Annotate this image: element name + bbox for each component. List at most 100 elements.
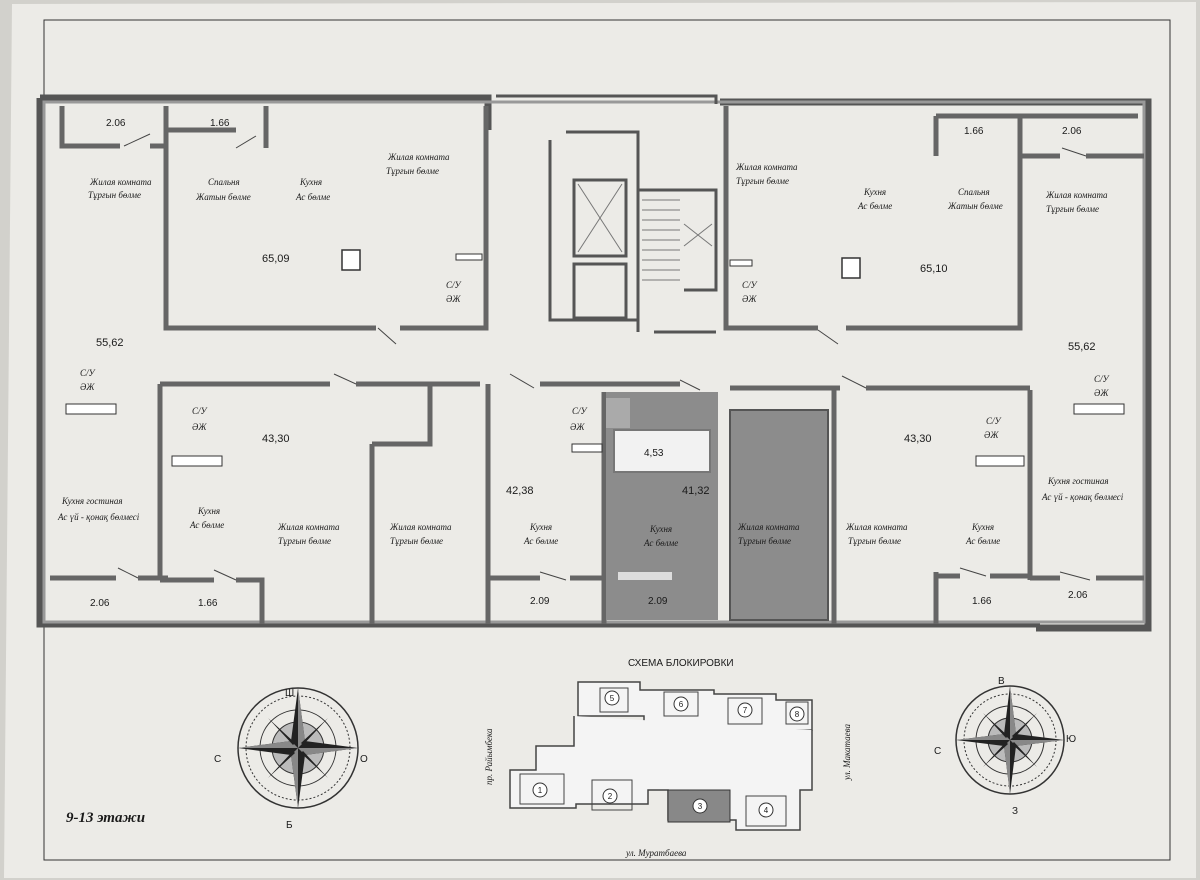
area-label: 42,38 <box>506 485 534 497</box>
room-label: Ас бөлме <box>523 536 558 546</box>
fixtures <box>65 249 1125 467</box>
compass-right: В З С Ю <box>934 676 1076 817</box>
balcony-area: 2.06 <box>90 598 110 609</box>
su-label: С/У <box>446 280 462 290</box>
room-label: Кухня гостиная <box>61 496 123 506</box>
room-labels: Жилая комната Тұрғын бөлме 55,62 С/У ӘЖ … <box>57 118 1124 609</box>
block-number: 5 <box>610 694 615 703</box>
su-label: С/У <box>192 406 208 416</box>
room-label: Тұрғын бөлме <box>736 176 789 186</box>
room-label: Жатын бөлме <box>947 201 1003 211</box>
room-label: Жилая комната <box>1045 190 1108 200</box>
room-label: Кухня <box>863 187 886 197</box>
balcony-area: 1.66 <box>210 118 230 129</box>
compass-s: З <box>1012 806 1018 817</box>
compass-e: О <box>360 754 368 765</box>
room-label: Ас үй - қонақ бөлмесі <box>57 512 140 522</box>
room-label: Жилая комната <box>277 522 340 532</box>
su-label: ӘЖ <box>80 382 95 392</box>
room-label: Ас бөлме <box>965 536 1000 546</box>
su-label: ӘЖ <box>570 422 585 432</box>
room-label: Кухня <box>649 524 672 534</box>
su-label: ӘЖ <box>446 294 461 304</box>
su-label: С/У <box>986 416 1002 426</box>
area-label: 55,62 <box>96 337 124 349</box>
compass-left: Ш Б С О <box>214 687 368 831</box>
block-number: 1 <box>538 786 543 795</box>
apartment-d <box>485 381 680 624</box>
compass-n: В <box>998 676 1005 687</box>
area-label: 55,62 <box>1068 341 1096 353</box>
room-label: Кухня <box>971 522 994 532</box>
area-label: 43,30 <box>904 433 932 445</box>
su-label: С/У <box>572 406 588 416</box>
balcony-area: 2.06 <box>1062 126 1082 137</box>
area-label: 65,09 <box>262 253 290 265</box>
balcony-area: 2.09 <box>648 596 668 607</box>
block-number: 8 <box>795 710 800 719</box>
block-number: 7 <box>743 706 748 715</box>
block-number: 6 <box>679 700 684 709</box>
scheme-title: СХЕМА БЛОКИРОВКИ <box>628 658 734 669</box>
room-label: Тұрғын бөлме <box>848 536 901 546</box>
compass-w: С <box>934 746 941 757</box>
stair-elevator-core <box>496 94 718 334</box>
area-label: 43,30 <box>262 433 290 445</box>
street-muratbaev: ул. Муратбаева <box>625 848 687 858</box>
su-label: ӘЖ <box>192 422 207 432</box>
apartment-b <box>163 106 489 331</box>
room-label: Жатын бөлме <box>195 192 251 202</box>
room-label: Кухня <box>529 522 552 532</box>
area-label: 65,10 <box>920 263 948 275</box>
su-label: ӘЖ <box>742 294 757 304</box>
room-label: Ас бөлме <box>643 538 678 548</box>
su-label: ӘЖ <box>1094 388 1109 398</box>
room-label: Тұрғын бөлме <box>1046 204 1099 214</box>
apartment-e-room-shade <box>729 409 829 621</box>
street-raiymbek: пр. Райымбека <box>484 728 494 785</box>
room-label: Кухня <box>197 506 220 516</box>
apartment-g <box>730 385 1030 624</box>
stair-treads <box>577 183 713 281</box>
compass-s: Б <box>286 820 293 831</box>
compass-w: С <box>214 754 221 765</box>
su-label: С/У <box>1094 374 1110 384</box>
room-label: Ас бөлме <box>189 520 224 530</box>
room-label: Тұрғын бөлме <box>88 190 141 200</box>
room-label: Кухня <box>299 177 322 187</box>
apartment-f <box>723 106 1023 331</box>
paper <box>4 2 1196 878</box>
apartment-h <box>1020 113 1144 581</box>
block-number: 2 <box>608 792 613 801</box>
street-makataev: ул. Макатаева <box>842 724 852 781</box>
block-number: 3 <box>698 802 703 811</box>
compass-n: Ш <box>285 688 294 699</box>
room-label: Спальня <box>958 187 990 197</box>
floor-label: 9-13 этажи <box>66 810 145 826</box>
room-label: Кухня гостиная <box>1047 476 1109 486</box>
room-label: Жилая комната <box>389 522 452 532</box>
room-label: Тұрғын бөлме <box>386 166 439 176</box>
apartment-c <box>160 381 480 624</box>
apartment-a <box>50 106 168 581</box>
room-label: Жилая комната <box>845 522 908 532</box>
room-label: Жилая комната <box>737 522 800 532</box>
room-label: Тұрғын бөлме <box>390 536 443 546</box>
su-label: С/У <box>742 280 758 290</box>
room-label: Ас үй - қонақ бөлмесі <box>1041 492 1124 502</box>
balcony-area: 1.66 <box>198 598 218 609</box>
room-label: Жилая комната <box>89 177 152 187</box>
block-number: 4 <box>764 806 769 815</box>
balcony-area: 2.09 <box>530 596 550 607</box>
balcony-area: 2.06 <box>106 118 126 129</box>
room-label: Тұрғын бөлме <box>738 536 791 546</box>
room-label: Ас бөлме <box>295 192 330 202</box>
room-label: Спальня <box>208 177 240 187</box>
block-scheme: СХЕМА БЛОКИРОВКИ 1 2 3 4 5 6 7 8 пр. Рай… <box>484 658 852 858</box>
apartment-e-highlight <box>606 392 718 620</box>
door-swings <box>117 133 1091 581</box>
room-label: Жилая комната <box>387 152 450 162</box>
extra-area: 4,53 <box>644 448 664 459</box>
su-label: С/У <box>80 368 96 378</box>
